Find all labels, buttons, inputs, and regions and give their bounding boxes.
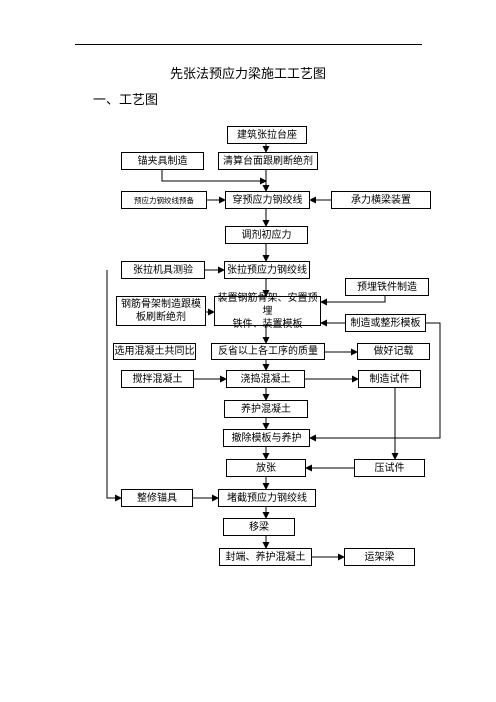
node-embedded-parts: 预埋铁件制造 (345, 278, 429, 296)
node-repair-anchors: 整修锚具 (121, 489, 193, 507)
header-rule (75, 44, 422, 45)
node-build-tensioning-bed: 建筑张拉台座 (227, 126, 307, 144)
node-move-beam: 移梁 (223, 518, 295, 536)
arrow-n8-n24 (106, 270, 122, 502)
node-thread-strand: 穿预应力钢绞线 (225, 191, 310, 209)
node-tension-tool-test: 张拉机具测验 (121, 261, 205, 279)
node-formwork-fabrication: 制造或整形模板 (345, 314, 426, 332)
node-crossbeam-install: 承力横梁装置 (331, 191, 431, 209)
node-compress-specimens: 压试件 (354, 459, 425, 477)
arrow-n13-n21 (309, 322, 441, 442)
node-anchor-fabrication: 锚夹具制造 (121, 152, 204, 170)
node-cure-concrete: 养护混凝土 (224, 400, 308, 418)
node-transport-erect-beam: 运架梁 (344, 548, 415, 566)
node-tension-strand: 张拉预应力钢绞线 (224, 261, 310, 279)
node-record-keeping: 做好记载 (357, 343, 430, 360)
node-cut-strand: 堵截预应力钢绞线 (218, 489, 316, 507)
node-strand-preparation: 预应力钢绞线预备 (121, 191, 207, 209)
node-remove-formwork: 撤除模板与养护 (223, 429, 310, 447)
node-release-tension: 放张 (226, 459, 306, 477)
node-install-rebar-formwork: 装置钢筋骨架、安置预埋 铁件、装置模板 (214, 293, 321, 330)
node-seal-ends-cure: 封端、养护混凝土 (219, 548, 312, 566)
page-title: 先张法预应力梁施工工艺图 (169, 67, 326, 82)
node-make-specimens: 制造试件 (358, 370, 421, 388)
section-heading: 一、工艺图 (93, 93, 159, 108)
arrow-n10-n12 (320, 296, 386, 306)
node-concrete-mix-ratio: 选用混凝土共同比 (113, 343, 196, 360)
node-initial-stress: 调剂初应力 (225, 226, 308, 244)
node-mix-concrete: 搅拌混凝土 (121, 370, 194, 388)
node-clean-platform: 清算台面跟刷断绝剂 (218, 152, 318, 170)
node-quality-check: 反省以上各工序的质量 (211, 343, 325, 360)
node-pour-concrete: 浇捣混凝土 (226, 370, 305, 388)
node-rebar-cage-formwork: 钢筋骨架制造跟模 板刷断绝剂 (116, 296, 206, 326)
